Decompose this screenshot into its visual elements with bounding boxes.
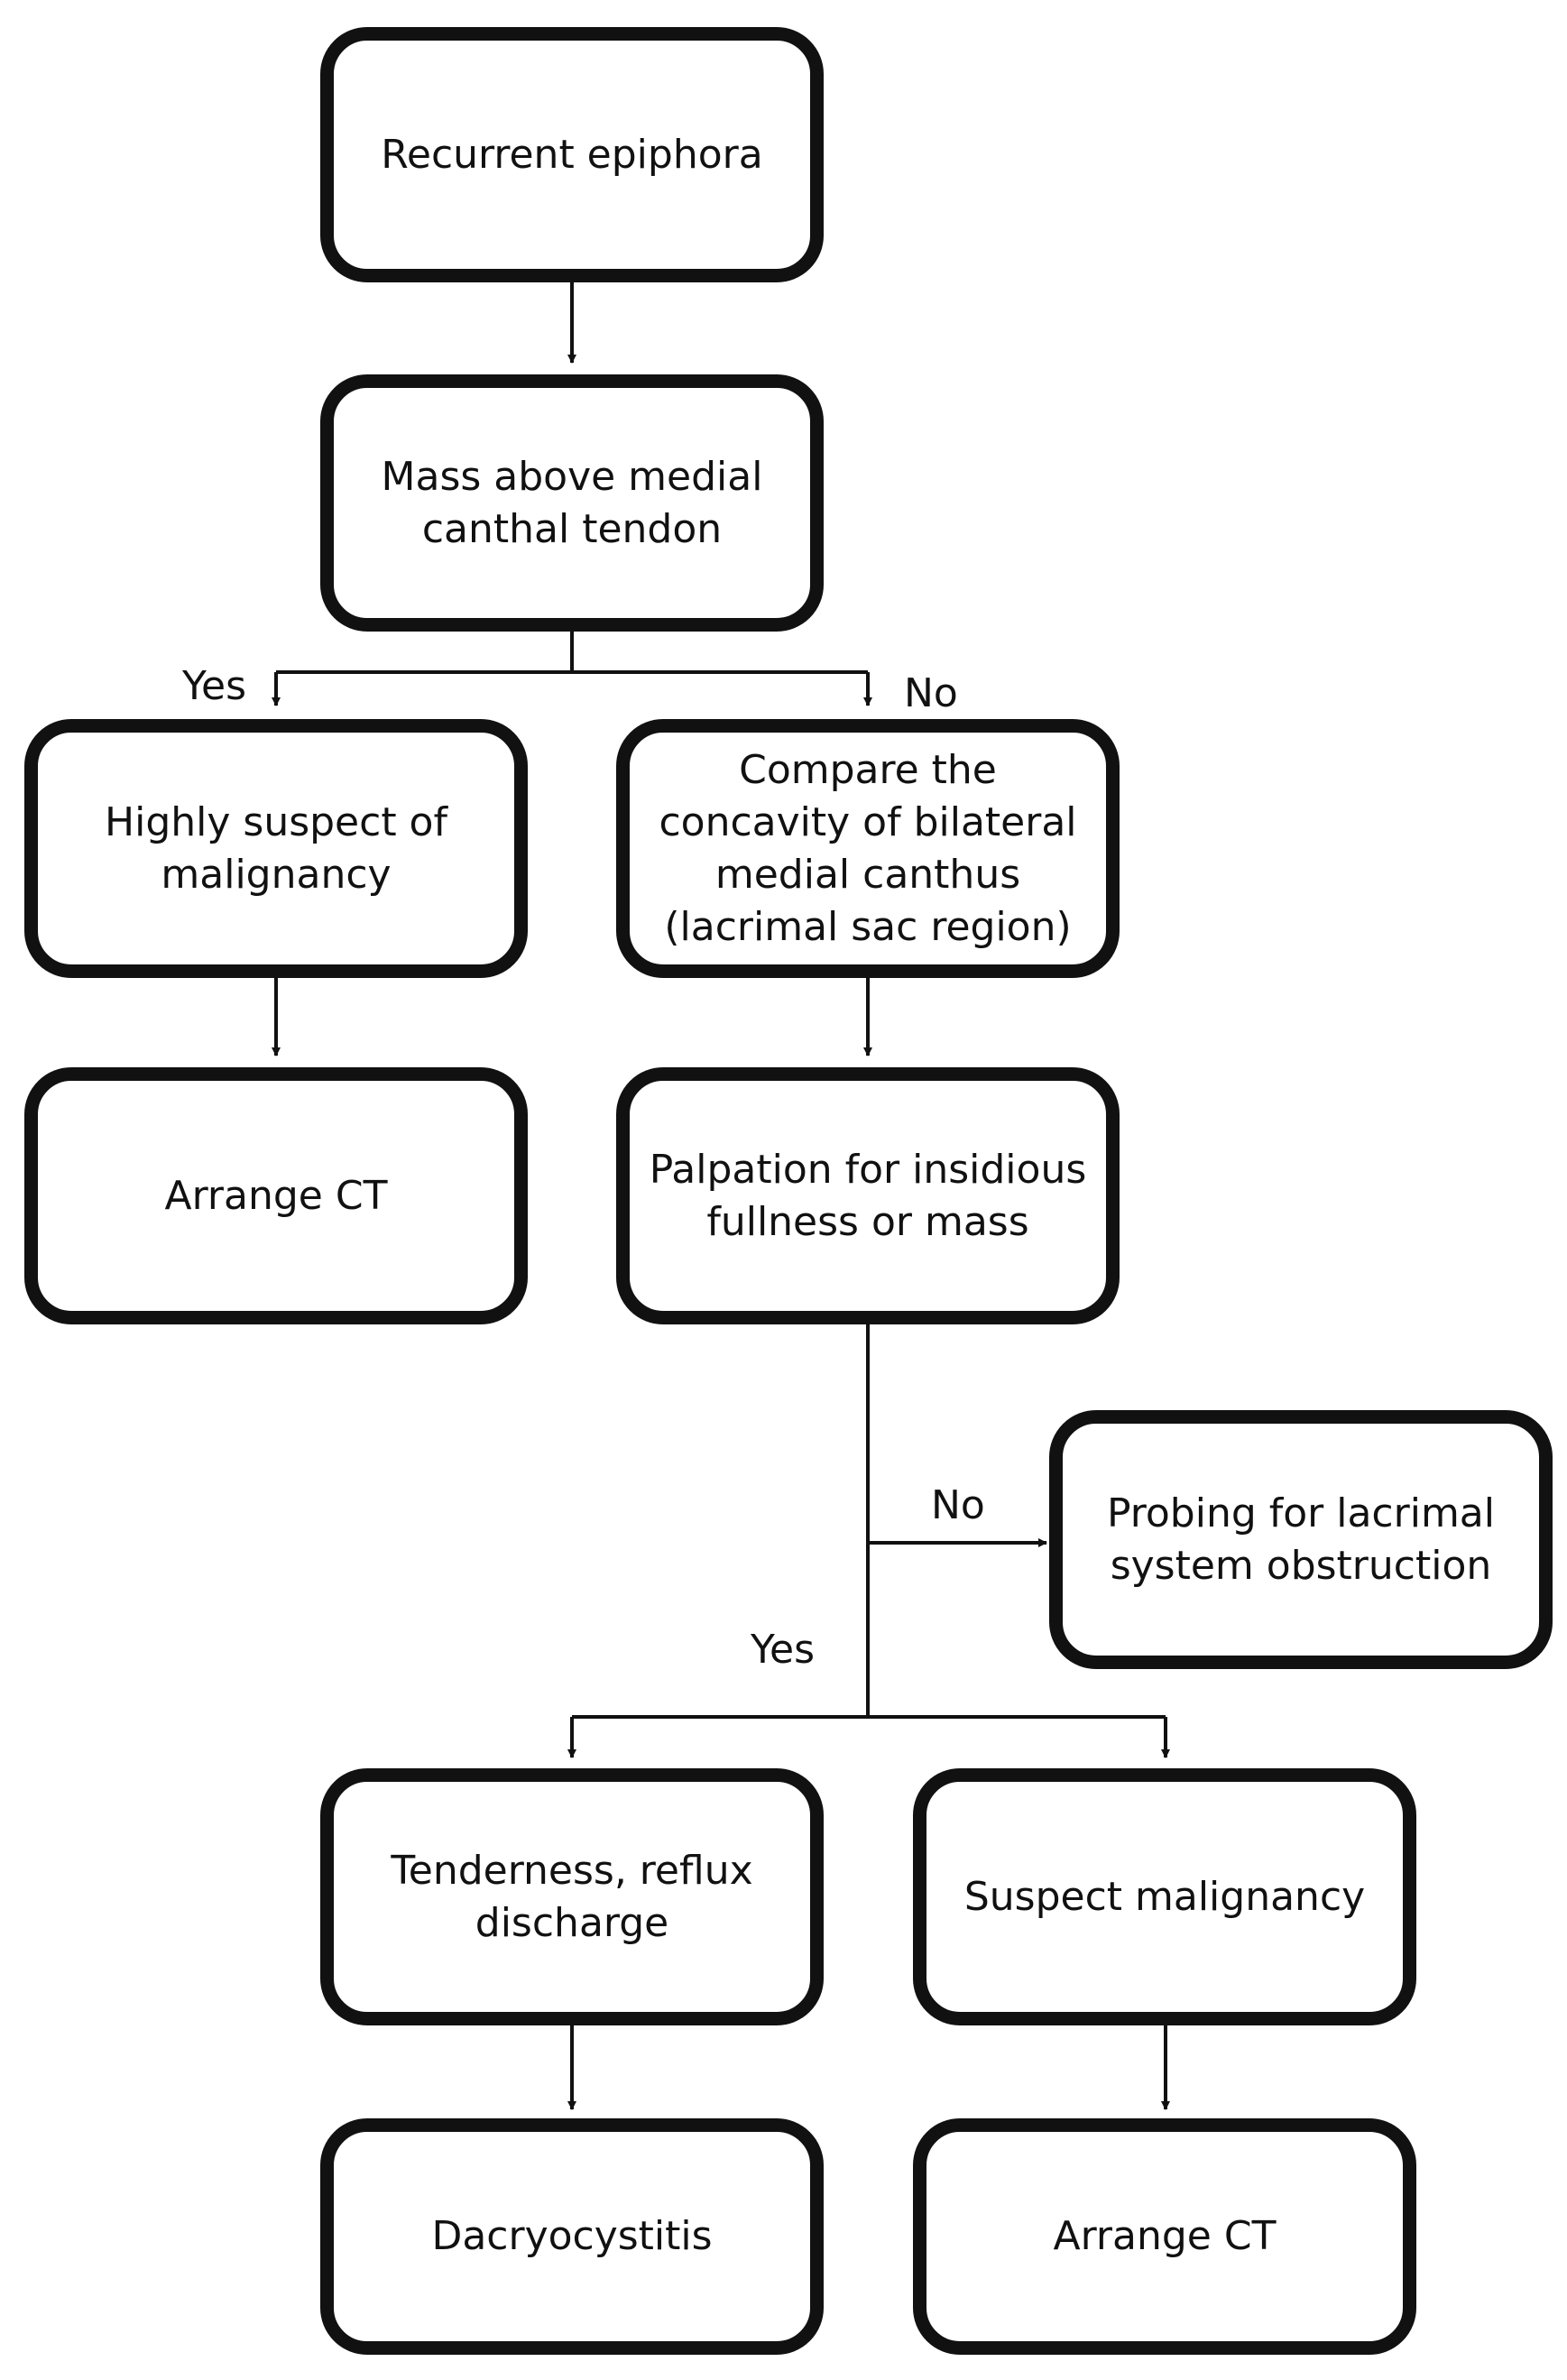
node-probing-text: Probing for lacrimal system obstruction xyxy=(1107,1490,1495,1589)
edge-label-yes-top: Yes xyxy=(182,663,247,709)
node-tenderness-text: Tenderness, reflux discharge xyxy=(391,1847,753,1946)
node-mass-above-tendon-text: Mass above medial canthal tendon xyxy=(381,453,763,552)
node-highly-suspect-malignancy: Highly suspect of malignancy xyxy=(24,719,528,978)
node-suspect-malignancy: Suspect malignancy xyxy=(913,1768,1416,2025)
node-palpation: Palpation for insidious fullness or mass xyxy=(616,1067,1120,1324)
node-mass-above-tendon: Mass above medial canthal tendon xyxy=(320,374,824,632)
node-dacryocystitis: Dacryocystitis xyxy=(320,2118,824,2355)
node-arrange-ct-right: Arrange CT xyxy=(913,2118,1416,2355)
node-arrange-ct-right-text: Arrange CT xyxy=(1053,2213,1277,2259)
node-suspect-malignancy-text: Suspect malignancy xyxy=(963,1873,1366,1920)
node-palpation-text: Palpation for insidious fullness or mass xyxy=(649,1146,1087,1245)
edge-label-no-top: No xyxy=(904,670,958,716)
node-compare-concavity-text: Compare the concavity of bilateral media… xyxy=(659,746,1077,950)
node-tenderness: Tenderness, reflux discharge xyxy=(320,1768,824,2025)
node-arrange-ct-left-text: Arrange CT xyxy=(164,1172,388,1219)
node-arrange-ct-left: Arrange CT xyxy=(24,1067,528,1324)
node-highly-suspect-malignancy-text: Highly suspect of malignancy xyxy=(105,798,447,898)
edge-label-no-probing: No xyxy=(931,1482,985,1528)
edge-label-yes-bottom: Yes xyxy=(751,1627,816,1673)
node-recurrent-epiphora-text: Recurrent epiphora xyxy=(381,131,763,178)
node-dacryocystitis-text: Dacryocystitis xyxy=(431,2213,713,2259)
node-compare-concavity: Compare the concavity of bilateral media… xyxy=(616,719,1120,978)
node-recurrent-epiphora: Recurrent epiphora xyxy=(320,27,824,282)
node-probing: Probing for lacrimal system obstruction xyxy=(1049,1410,1553,1669)
